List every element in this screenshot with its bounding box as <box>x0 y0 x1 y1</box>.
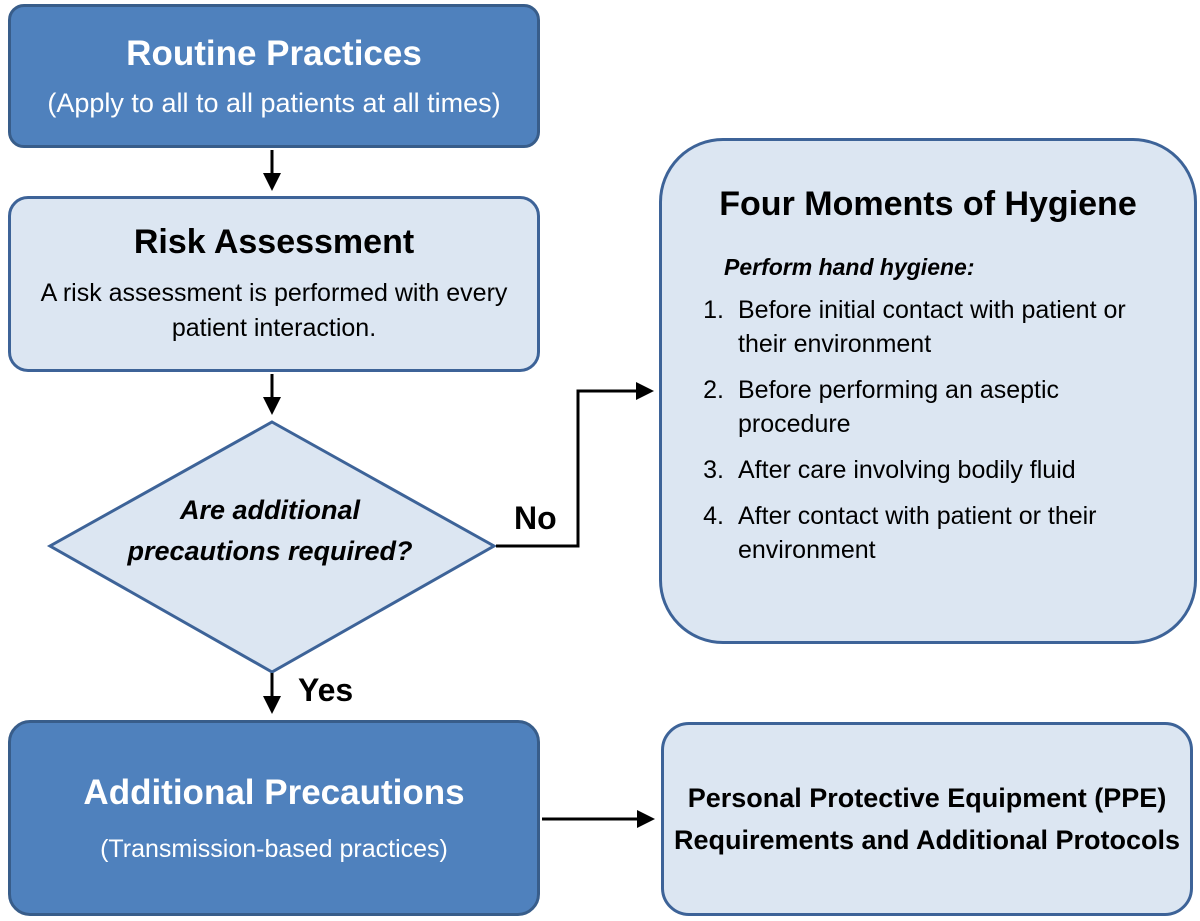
routine-subtitle: (Apply to all to all patients at all tim… <box>47 87 501 118</box>
decision-question: Are additional precautions required? <box>127 495 413 566</box>
hygiene-list-item: 2. Before performing an aseptic procedur… <box>662 373 1194 441</box>
decision-diamond <box>46 420 498 674</box>
additional-precautions-box: Additional Precautions (Transmission-bas… <box>8 720 540 916</box>
risk-assessment-box: Risk Assessment A risk assessment is per… <box>8 196 540 372</box>
list-item-text: After care involving bodily fluid <box>738 456 1076 484</box>
yes-label: Yes <box>298 672 354 708</box>
risk-description: A risk assessment is performed with ever… <box>40 278 508 342</box>
four-moments-hygiene-box: Four Moments of Hygiene Perform hand hyg… <box>659 138 1197 644</box>
list-item-text: After contact with patient or their envi… <box>738 502 1097 564</box>
hygiene-list-item: 3. After care involving bodily fluid <box>662 453 1194 487</box>
list-item-number: 4. <box>703 502 724 530</box>
risk-title: Risk Assessment <box>133 222 415 261</box>
hygiene-list-item: 1. Before initial contact with patient o… <box>662 293 1194 361</box>
list-item-number: 2. <box>703 376 724 404</box>
hygiene-title: Four Moments of Hygiene <box>719 185 1137 223</box>
routine-practices-box: Routine Practices (Apply to all to all p… <box>8 4 540 148</box>
hygiene-list-item: 4. After contact with patient or their e… <box>662 499 1194 567</box>
list-item-number: 3. <box>703 456 724 484</box>
hygiene-list: 1. Before initial contact with patient o… <box>662 293 1194 579</box>
list-item-text: Before performing an aseptic procedure <box>738 376 1060 438</box>
additional-subtitle: (Transmission-based practices) <box>100 834 448 863</box>
ppe-box: Personal Protective Equipment (PPE) Requ… <box>661 722 1193 916</box>
list-item-number: 1. <box>703 296 724 324</box>
hygiene-lead: Perform hand hygiene: <box>724 254 975 280</box>
arrow-decision-to-hygiene <box>496 382 654 548</box>
additional-title: Additional Precautions <box>83 772 465 812</box>
list-item-text: Before initial contact with patient or t… <box>738 296 1126 358</box>
ppe-title: Personal Protective Equipment (PPE) Requ… <box>673 783 1181 855</box>
routine-title: Routine Practices <box>126 33 422 73</box>
no-label: No <box>514 500 557 536</box>
